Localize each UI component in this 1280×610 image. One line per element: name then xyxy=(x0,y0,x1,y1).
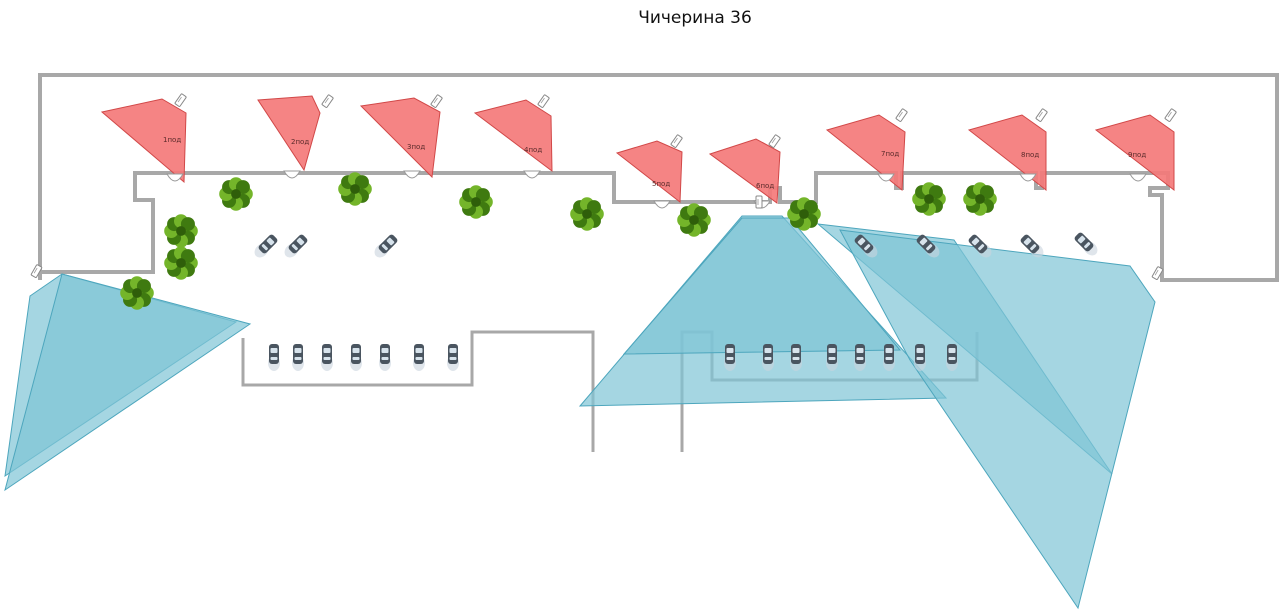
camera-icon xyxy=(1035,108,1048,122)
entrance-label-6: 6под xyxy=(756,182,774,190)
car-icon xyxy=(447,344,459,371)
car-icon xyxy=(826,344,838,371)
tree-icon xyxy=(164,246,198,280)
car-icon xyxy=(946,344,958,371)
entrance-label-9: 9под xyxy=(1128,151,1146,159)
entrance-zone-7 xyxy=(825,114,906,191)
car-icon xyxy=(854,344,866,371)
tree-icon xyxy=(963,182,997,216)
tree-icon xyxy=(120,276,154,310)
entrance-zone-9 xyxy=(1094,114,1175,192)
car-icon xyxy=(916,234,940,258)
car-icon xyxy=(284,234,308,258)
entrance-zone-5 xyxy=(615,140,683,203)
door-icon xyxy=(283,170,301,179)
car-icon xyxy=(914,344,926,371)
tree-icon xyxy=(164,214,198,248)
tree-icon xyxy=(570,197,604,231)
car-icon xyxy=(321,344,333,371)
entrance-zone-6 xyxy=(708,138,781,204)
trees xyxy=(120,172,997,310)
door-icon xyxy=(403,170,421,179)
parking-wall-left xyxy=(241,330,595,452)
tree-icon xyxy=(677,203,711,237)
camera-icon xyxy=(321,94,334,108)
camera-icon xyxy=(755,195,763,209)
parked-cars xyxy=(254,232,1098,371)
camera-icon xyxy=(1164,108,1177,122)
camera-view-zone-4 xyxy=(622,217,902,355)
door-icon xyxy=(1129,173,1147,182)
tree-icon xyxy=(787,197,821,231)
tree-icon xyxy=(459,185,493,219)
tree-icon xyxy=(338,172,372,206)
camera-icon xyxy=(768,134,781,148)
entrance-label-3: 3под xyxy=(407,143,425,151)
entrance-zone-1 xyxy=(100,98,187,184)
entrance-label-4: 4под xyxy=(524,146,542,154)
car-icon xyxy=(379,344,391,371)
entrance-label-2: 2под xyxy=(291,138,309,146)
car-icon xyxy=(854,234,878,258)
car-icon xyxy=(254,234,278,258)
car-icon xyxy=(1074,232,1098,256)
entrance-label-5: 5под xyxy=(652,180,670,188)
car-icon xyxy=(1020,234,1044,258)
entrance-zone-8 xyxy=(967,114,1047,192)
door-icon xyxy=(166,173,184,182)
camera-icon xyxy=(30,264,43,278)
entrance-label-1: 1под xyxy=(163,136,181,144)
yard-camera-zones xyxy=(4,215,1156,610)
entrance-label-8: 8под xyxy=(1021,151,1039,159)
camera-icon xyxy=(174,93,187,107)
cameras xyxy=(30,93,1177,280)
camera-view-zone-2 xyxy=(4,273,252,492)
tree-icon xyxy=(219,177,253,211)
car-icon xyxy=(724,344,736,371)
door-icon xyxy=(1019,173,1037,182)
camera-icon xyxy=(537,94,550,108)
camera-icon xyxy=(430,94,443,108)
door-icon xyxy=(653,200,671,209)
entrance-label-7: 7под xyxy=(881,150,899,158)
car-icon xyxy=(268,344,280,371)
entrance-zone-2 xyxy=(257,95,321,172)
car-icon xyxy=(790,344,802,371)
car-icon xyxy=(968,234,992,258)
camera-icon xyxy=(895,108,908,122)
car-icon xyxy=(350,344,362,371)
entrance-zone-3 xyxy=(359,97,441,179)
car-icon xyxy=(883,344,895,371)
diagram-title: Чичерина 36 xyxy=(638,8,752,28)
car-icon xyxy=(762,344,774,371)
camera-icon xyxy=(1151,266,1164,280)
entrance-zone-4 xyxy=(473,99,553,173)
camera-view-zone-6 xyxy=(839,229,1156,610)
door-icon xyxy=(877,173,895,182)
door-icon xyxy=(523,170,541,179)
car-icon xyxy=(374,234,398,258)
car-icon xyxy=(413,344,425,371)
car-icon xyxy=(292,344,304,371)
camera-icon xyxy=(670,134,683,148)
entrance-camera-zones: 1под 2под 3под 4под 5под 6под 7под 8под 9под xyxy=(100,95,1175,204)
tree-icon xyxy=(912,182,946,216)
